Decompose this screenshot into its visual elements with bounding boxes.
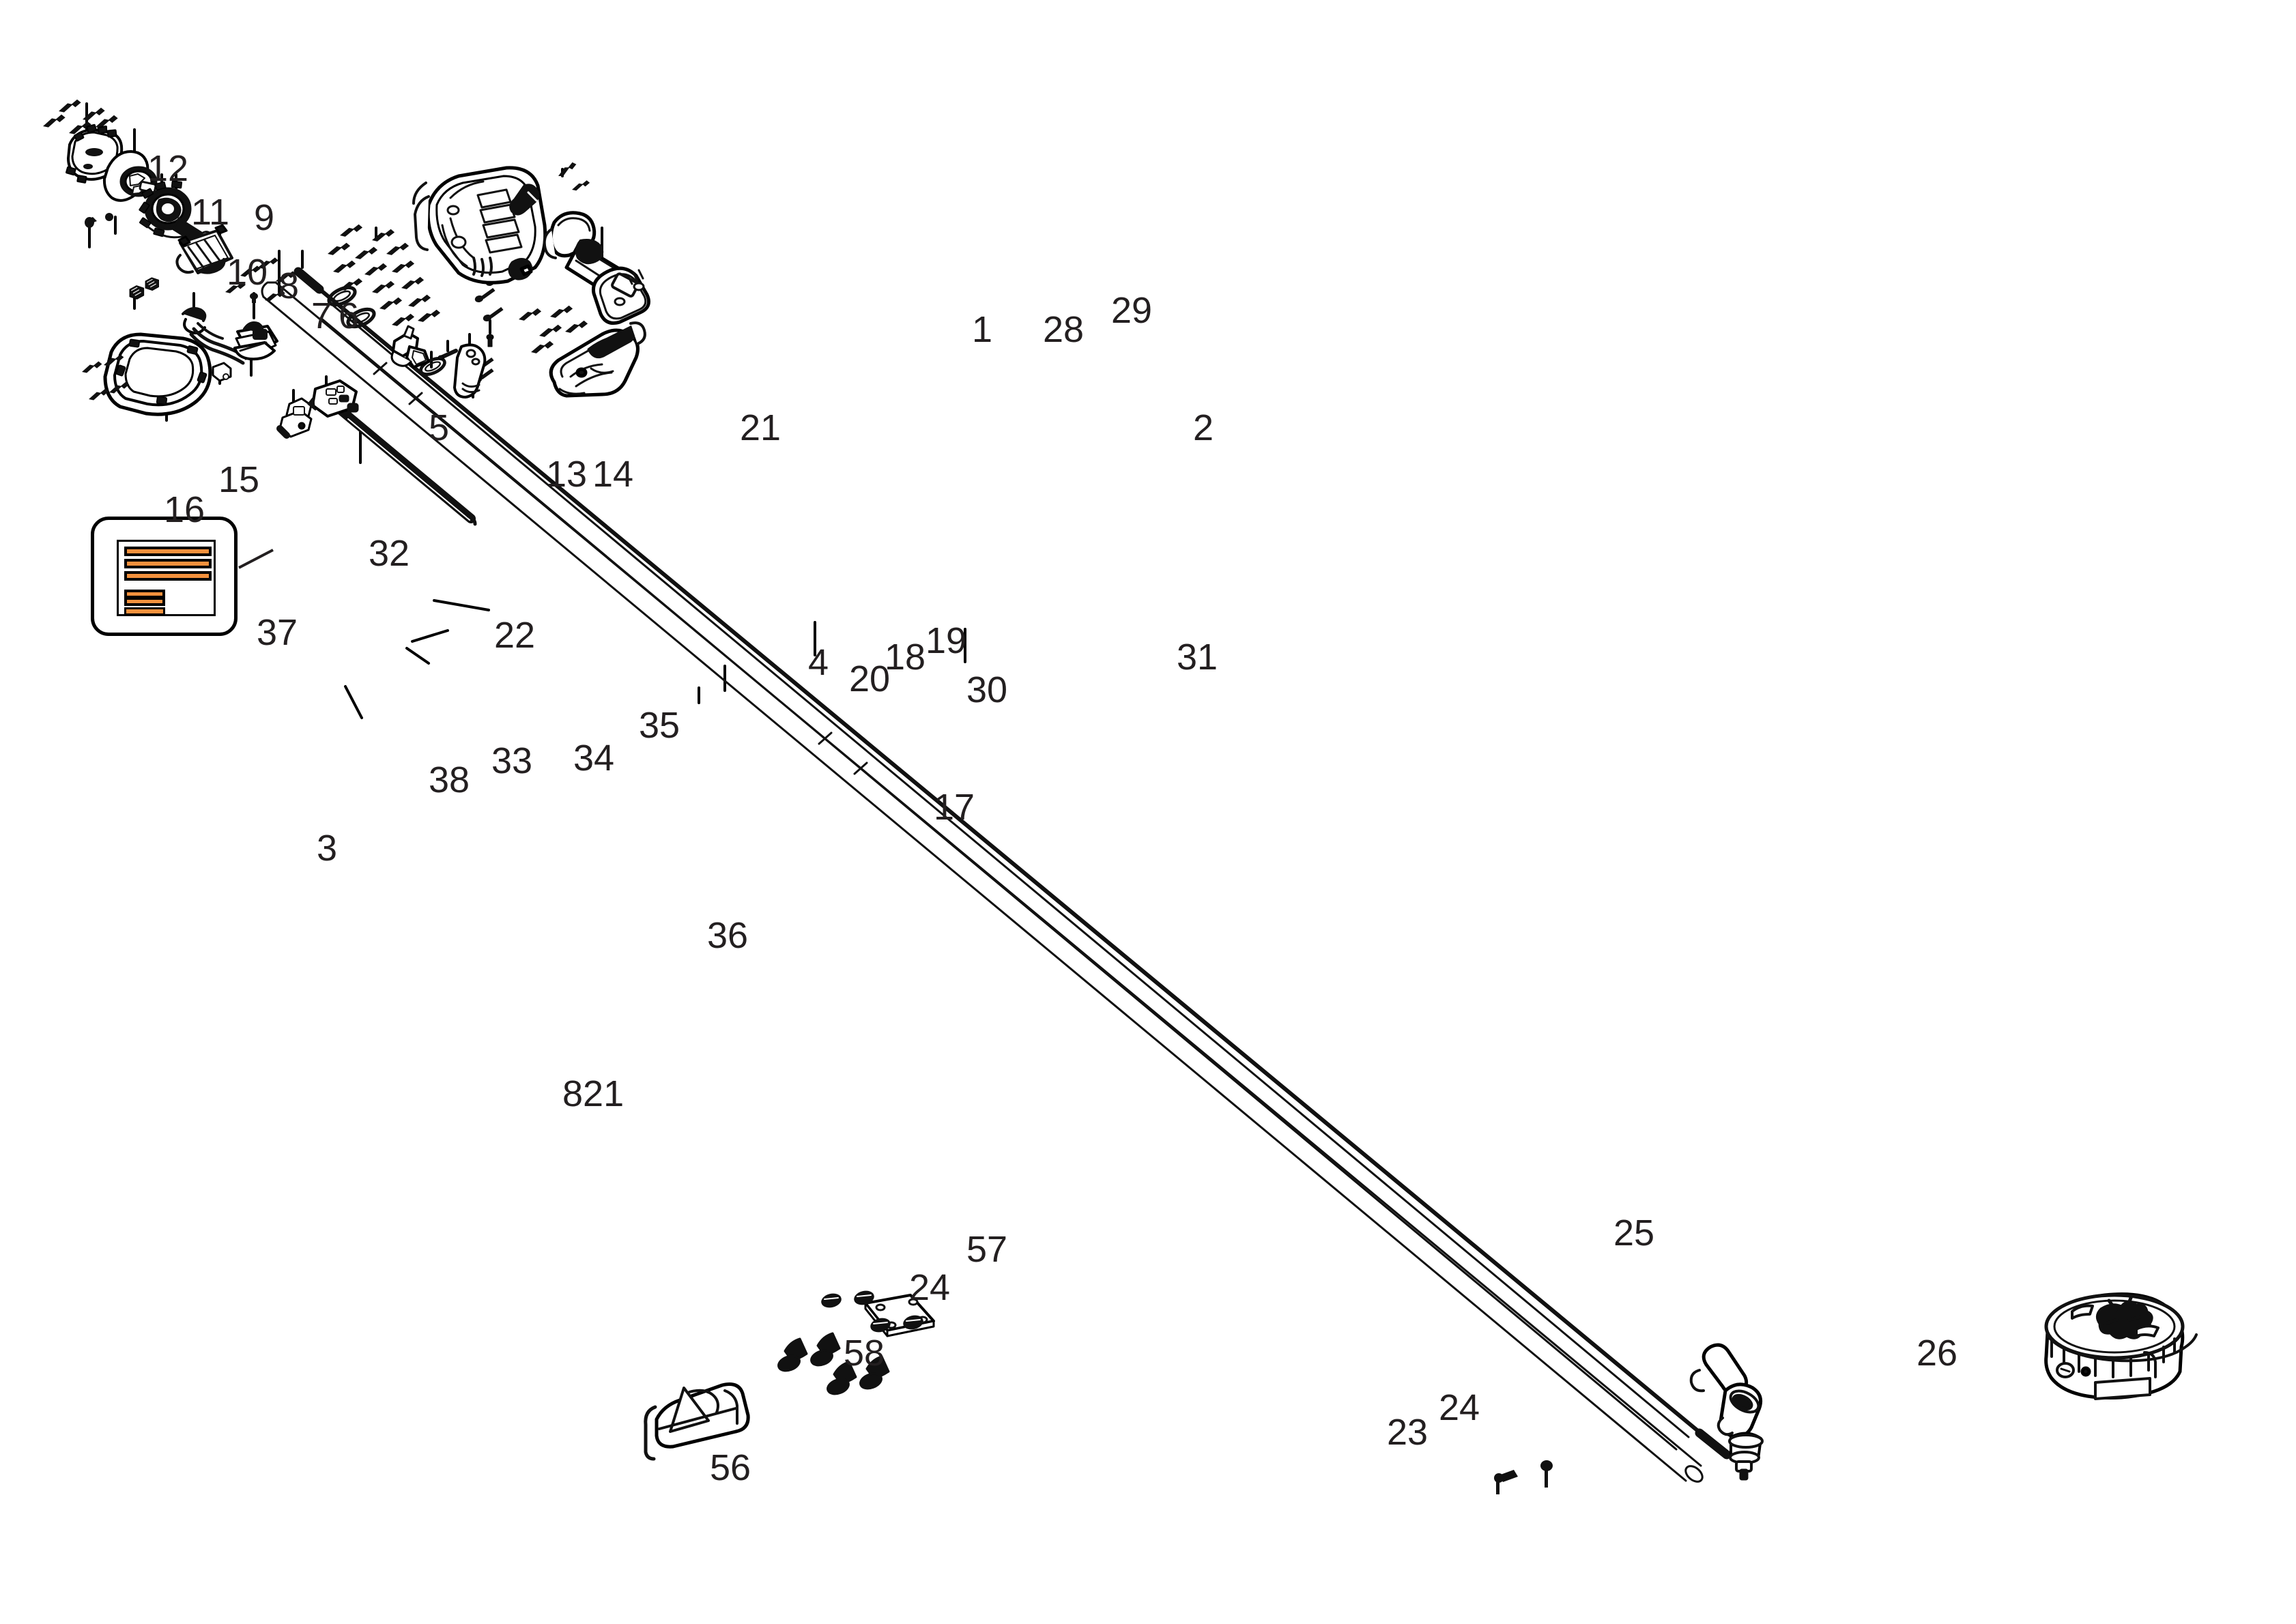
callout-gasket-seal: 10 [227, 252, 268, 293]
callout-auxiliary-handle-loop: 3 [317, 828, 338, 869]
callout-o-ring: 20 [849, 658, 891, 699]
guard-hardware-group [644, 1290, 935, 1461]
callout-motor-housing-cover: 1 [972, 309, 993, 350]
callout-bolt-set: 58 [844, 1333, 885, 1374]
callout-control-module: 35 [639, 705, 680, 746]
callout-pin: 9 [254, 197, 275, 238]
motor-endcap-group [41, 98, 233, 300]
warning-bar [124, 590, 165, 598]
callout-guard-bracket: 56 [710, 1447, 751, 1488]
callout-drive-cable-shaft: 14 [592, 454, 634, 495]
warning-bar [124, 559, 212, 568]
callout-flex-drive-shaft: 36 [707, 915, 749, 956]
callout-wiring-harness: 32 [369, 533, 410, 574]
rear-grip-group [549, 321, 646, 398]
callout-nut-set: 24 [909, 1267, 951, 1308]
warning-label-821 [91, 517, 238, 636]
shaft-group [261, 267, 1732, 1483]
trimmer-head-group [2044, 1292, 2198, 1400]
warning-bar-group-bottom [124, 590, 165, 615]
callout-upper-shaft-tube: 13 [546, 454, 588, 495]
warning-bar [124, 547, 212, 556]
callout-warning-label: 821 [562, 1073, 625, 1114]
callout-nut: 16 [164, 489, 205, 530]
handle-harness-group [80, 293, 278, 416]
callout-pin: 30 [966, 669, 1008, 710]
callout-mounting-plate: 57 [966, 1229, 1008, 1270]
callout-trimmer-spool-head: 26 [1917, 1333, 1958, 1374]
battery-handle-group [543, 211, 650, 325]
shaft-end-hardware [1494, 1460, 1553, 1494]
warning-bar [124, 598, 165, 606]
callout-screw: 29 [1111, 290, 1153, 331]
coupler-bracket-group [390, 325, 494, 398]
callout-spring-clip: 19 [925, 620, 967, 661]
callout-shaft-coupler-bracket: 4 [808, 642, 829, 683]
callout-switch-trigger-assembly: 33 [491, 740, 533, 781]
callout-fan-gear: 8 [278, 265, 300, 306]
gearbox-head-group [1689, 1343, 1764, 1481]
callout-small-pin: 7 [311, 295, 332, 336]
callout-nut: 24 [1439, 1387, 1480, 1428]
callout-rear-grip-handle: 31 [1177, 637, 1218, 678]
callout-motor-armature: 6 [339, 295, 360, 336]
warning-bar-group-top [124, 547, 212, 581]
callout-end-cap-housing: 11 [191, 192, 230, 233]
callout-screw-set: 12 [147, 148, 189, 189]
callout-nut: 15 [218, 459, 260, 500]
lever-latch-group [509, 161, 591, 216]
callout-nut: 37 [257, 612, 298, 653]
callout-pin-rod: 18 [885, 637, 926, 678]
callout-bracket-arm: 17 [934, 787, 975, 828]
warning-bar [124, 607, 165, 615]
callout-screw: 23 [1387, 1412, 1429, 1453]
warning-label-inner-box [117, 540, 216, 616]
callout-screw-set: 21 [740, 407, 781, 448]
callout-lever-latch: 28 [1043, 309, 1085, 350]
callout-stator-field-case: 5 [429, 407, 450, 448]
callout-gearbox-head: 25 [1613, 1213, 1655, 1253]
callout-battery-handle-housing: 2 [1193, 407, 1214, 448]
callout-clip-block: 38 [429, 759, 470, 800]
callout-screw: 22 [494, 615, 536, 656]
callout-cable-clamp: 34 [573, 738, 615, 779]
warning-bar [124, 571, 212, 581]
